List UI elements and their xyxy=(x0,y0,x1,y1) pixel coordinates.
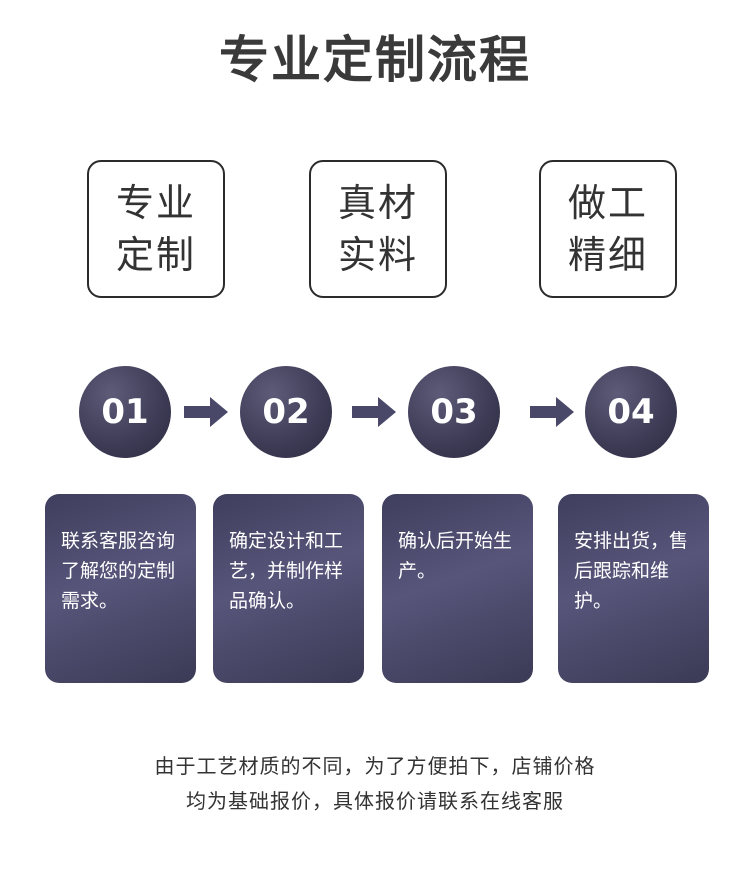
step-circle-1: 01 xyxy=(79,366,171,458)
feature-line: 实料 xyxy=(337,233,418,277)
step-card-1: 联系客服咨询了解您的定制需求。 xyxy=(45,494,196,683)
arrow-right-icon xyxy=(530,397,574,427)
arrow-right-icon xyxy=(184,397,228,427)
arrow-right-icon xyxy=(352,397,396,427)
step-circle-3: 03 xyxy=(408,366,500,458)
step-card-3: 确认后开始生产。 xyxy=(382,494,533,683)
feature-box-material: 真材 实料 xyxy=(309,160,447,298)
step-circle-2: 02 xyxy=(240,366,332,458)
price-note-line-2: 均为基础报价，具体报价请联系在线客服 xyxy=(186,789,564,813)
feature-line: 专业 xyxy=(115,181,196,225)
feature-line: 精细 xyxy=(567,233,648,277)
feature-line: 真材 xyxy=(337,181,418,225)
step-card-2: 确定设计和工艺，并制作样品确认。 xyxy=(213,494,364,683)
price-note-line-1: 由于工艺材质的不同，为了方便拍下，店铺价格 xyxy=(154,754,596,778)
feature-box-workmanship: 做工 精细 xyxy=(539,160,677,298)
feature-box-custom: 专业 定制 xyxy=(87,160,225,298)
page-title: 专业定制流程 xyxy=(219,31,531,89)
feature-line: 定制 xyxy=(115,233,196,277)
step-card-4: 安排出货，售后跟踪和维护。 xyxy=(558,494,709,683)
step-circle-4: 04 xyxy=(585,366,677,458)
feature-line: 做工 xyxy=(567,181,648,225)
